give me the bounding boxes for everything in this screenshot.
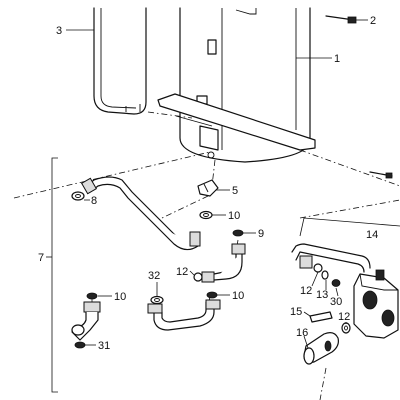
part-9-washer [232,229,244,237]
callout-leaders [66,19,368,349]
callout-31: 31 [98,340,110,352]
callout-7: 7 [38,252,44,264]
group-7-bracket [46,157,58,393]
part-2-screw [325,15,357,24]
part-3-side-panel [93,7,147,115]
callout-13: 13 [316,289,328,301]
side-screw [369,171,393,179]
alignment-line [299,199,400,219]
callout-10-b: 10 [114,291,126,303]
part-5-highlighted-fitting [197,179,219,197]
callout-12-b: 12 [300,285,312,297]
alignment-line [299,149,400,187]
callout-32: 32 [148,270,160,282]
callout-9: 9 [258,228,264,240]
callout-15: 15 [290,306,302,318]
callout-8: 8 [91,195,97,207]
group-14-bracket [299,217,400,237]
part-10-washer-a [199,210,213,220]
callout-12-a: 12 [176,266,188,278]
alignment-line [147,111,193,119]
alignment-line [161,195,209,219]
callout-10-a: 10 [228,210,240,222]
callout-30: 30 [330,296,342,308]
callout-5: 5 [232,185,238,197]
alignment-line [13,151,211,199]
connecting-pipe-long [80,176,201,251]
part-1-main-unit [157,7,316,163]
callout-3: 3 [56,25,62,37]
u-pipe-bottom [147,299,221,331]
callout-2: 2 [370,15,376,27]
alignment-line [319,367,327,400]
callout-1: 1 [334,53,340,65]
pipe-bend-middle [193,243,246,283]
callout-10-c: 10 [232,290,244,302]
part-32-washer [150,295,164,305]
callout-16: 16 [296,327,308,339]
part-10-washer-b [86,292,98,300]
part-31-washer [74,341,86,349]
part-8-washer [71,191,85,201]
callout-12-c: 12 [338,311,350,323]
alignment-line [211,159,216,187]
right-valve-assembly [291,243,399,365]
part-10-washer-c [206,291,218,299]
callout-14: 14 [366,229,378,241]
elbow-fitting-left [71,301,101,341]
